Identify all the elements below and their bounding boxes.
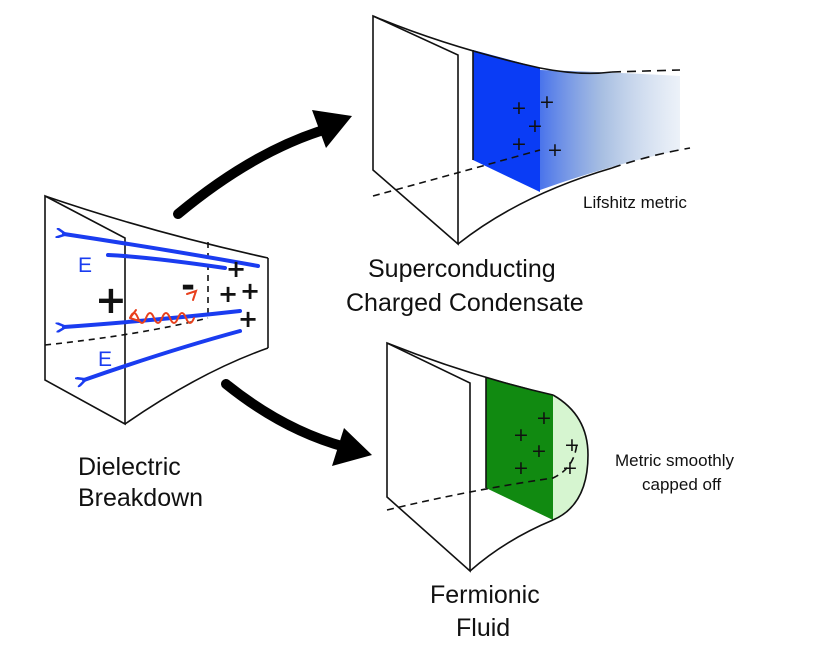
fermionic-label-line2: Fluid	[456, 614, 511, 642]
fermionic-charge-3: +	[531, 440, 547, 462]
sc-charge-4: +	[511, 133, 527, 155]
field-line-4	[84, 329, 242, 380]
arrow-to-superconducting	[173, 123, 335, 219]
fermionic-cap-region	[553, 395, 588, 520]
photon-wave	[129, 312, 195, 324]
breakdown-bottom-edge	[124, 347, 269, 425]
field-label-top: E	[78, 254, 93, 277]
positive-charge-1: +	[226, 255, 247, 283]
fermionic-frame	[386, 341, 471, 573]
breakdown-label-line2: Breakdown	[78, 484, 204, 512]
sc-top-edge	[372, 15, 613, 75]
electric-field-lines	[64, 234, 260, 380]
fermionic-charge-2: +	[513, 424, 529, 446]
photon-arrowhead-left	[129, 309, 140, 322]
fermionic-charge-1: +	[536, 407, 552, 429]
sc-fading-region	[540, 70, 680, 190]
sc-bottom-edge	[457, 167, 613, 245]
fermionic-charge-6: +	[562, 457, 578, 479]
field-label-bottom: E	[98, 348, 113, 371]
arrow-head-fermionic	[332, 428, 372, 466]
field-line-3	[64, 309, 242, 327]
fermionic-charge-5: +	[564, 434, 580, 456]
capped-note-line1: Metric smoothly	[615, 451, 735, 470]
field-line-1	[64, 234, 260, 268]
breakdown-top-edge	[44, 195, 269, 259]
superconducting-panel	[372, 14, 691, 246]
fermionic-horizon-dashed	[386, 441, 578, 511]
photon-arrowhead-right	[186, 289, 198, 301]
sc-frame	[372, 14, 459, 246]
fermionic-slab	[486, 377, 553, 520]
positive-charge-large: +	[95, 278, 127, 322]
transition-arrows	[173, 110, 372, 466]
positive-charge-3: +	[240, 277, 261, 305]
arrow-to-fermionic	[221, 379, 350, 452]
capped-note-line2: capped off	[642, 475, 722, 494]
fermionic-charge-4: +	[513, 457, 529, 479]
arrow-head-superconducting	[312, 110, 352, 148]
negative-charge: -	[181, 266, 196, 306]
field-line-2	[106, 253, 227, 270]
sc-top-dashed	[611, 69, 681, 73]
sc-charge-5: +	[547, 139, 563, 161]
fermionic-panel	[386, 341, 589, 573]
lifshitz-note: Lifshitz metric	[583, 193, 687, 212]
fermionic-label-line1: Fermionic	[430, 581, 540, 609]
photon-emission	[129, 289, 198, 324]
superconducting-label-line2: Charged Condensate	[346, 289, 584, 317]
positive-charge-4: +	[238, 305, 259, 333]
fermionic-cap-curve	[552, 394, 589, 521]
positive-charge-2: +	[218, 280, 239, 308]
sc-charge-3: +	[527, 115, 543, 137]
sc-bottom-dashed	[611, 147, 691, 169]
sc-charge-2: +	[539, 91, 555, 113]
sc-charge-1: +	[511, 97, 527, 119]
superconducting-label-line1: Superconducting	[368, 255, 556, 283]
breakdown-label-line1: Dielectric	[78, 453, 181, 481]
sc-slab	[473, 50, 540, 192]
fermionic-top-edge	[386, 342, 554, 396]
fermionic-bottom-edge	[469, 519, 554, 572]
